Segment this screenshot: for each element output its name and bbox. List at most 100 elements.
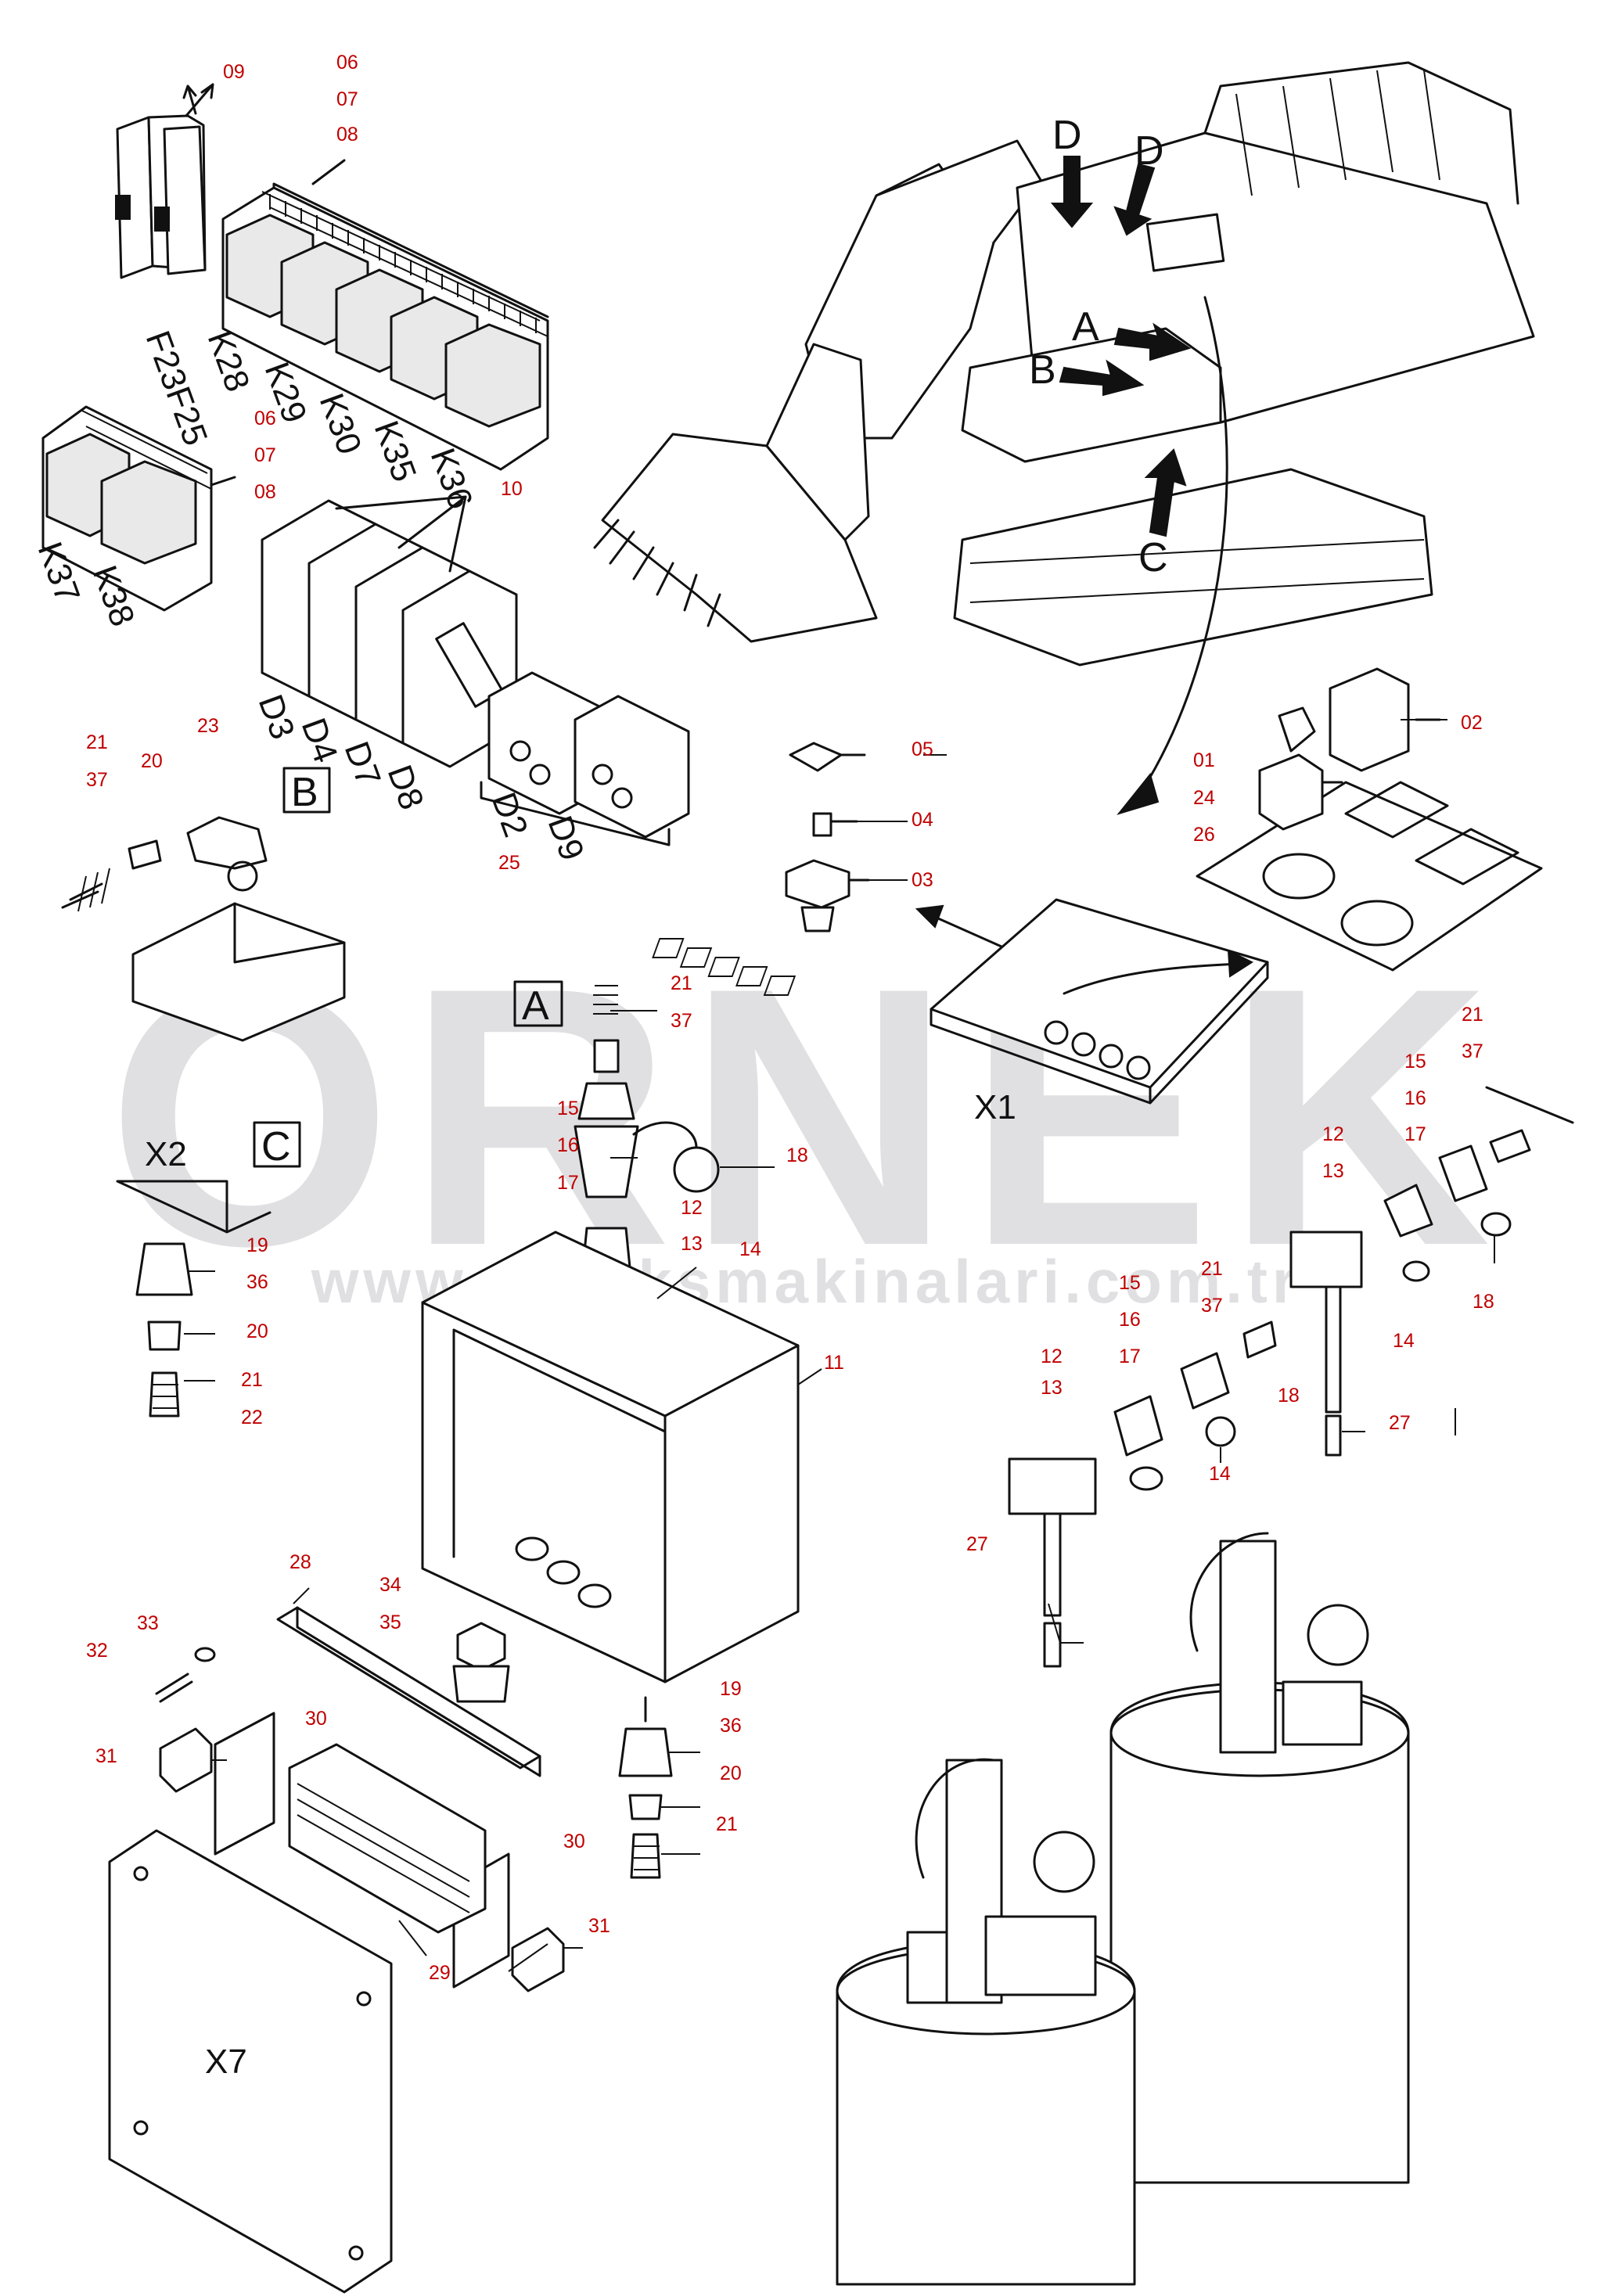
callout: 08 [254, 481, 276, 503]
callout: 06 [336, 52, 358, 74]
callout: 25 [498, 852, 520, 874]
callout: 30 [305, 1708, 327, 1730]
callout: 24 [1193, 787, 1215, 809]
detail-a: A [421, 980, 800, 1683]
callout: 21 [1462, 1004, 1483, 1026]
callout: 11 [824, 1352, 844, 1374]
timer-label-d9: D9 [541, 811, 592, 866]
callout: 32 [86, 1640, 108, 1662]
relay-terminals [269, 194, 537, 333]
breaker-group: F23F25 [115, 83, 215, 451]
callout: 34 [379, 1574, 401, 1596]
fitting-chain-lower-right [1008, 1320, 1277, 1668]
callout: 19 [720, 1678, 742, 1700]
callout: 16 [1404, 1087, 1426, 1109]
arrow-label-a: A [1072, 304, 1099, 350]
callout: 37 [1201, 1295, 1223, 1317]
callout: 13 [681, 1233, 703, 1255]
callout: 22 [241, 1407, 263, 1428]
arrow-label-c: C [1138, 535, 1168, 580]
callout: 36 [246, 1271, 268, 1293]
callout: 07 [254, 444, 276, 466]
callout: 12 [681, 1197, 703, 1219]
callout: 06 [254, 408, 276, 429]
callout: 33 [137, 1612, 159, 1634]
callout: 36 [720, 1715, 742, 1737]
callout: 01 [1193, 749, 1215, 771]
callout: 13 [1041, 1377, 1063, 1399]
detail-b: B [61, 767, 346, 1042]
callout: 31 [588, 1915, 610, 1937]
callout: 27 [1389, 1412, 1411, 1434]
callout: 21 [241, 1369, 263, 1391]
leader-lines [184, 719, 1495, 1972]
detail-box-b: B [291, 770, 318, 815]
x7-label: X7 [205, 2043, 247, 2081]
callout: 02 [1461, 712, 1483, 734]
indicator-parts [785, 742, 870, 932]
callout: 20 [720, 1762, 742, 1784]
callout: 26 [1193, 824, 1215, 846]
control-panel-x1: X1 [652, 898, 1269, 1126]
callout: 10 [501, 478, 523, 500]
callout: 28 [289, 1551, 311, 1573]
arrow-label-d-right: D [1135, 128, 1164, 174]
callout: 29 [429, 1962, 451, 1984]
callout: 15 [1119, 1272, 1141, 1294]
callout: 07 [336, 88, 358, 110]
callout: 21 [86, 731, 108, 753]
arrow-label-b: B [1029, 347, 1056, 393]
callout: 37 [86, 769, 108, 791]
callout: 20 [246, 1320, 268, 1342]
callout: 18 [1278, 1385, 1300, 1407]
x1-label: X1 [974, 1088, 1016, 1126]
callout: 37 [671, 1010, 692, 1032]
callout: 09 [223, 61, 245, 83]
callout: 17 [1404, 1123, 1426, 1145]
callout: 31 [95, 1745, 117, 1767]
callout: 16 [1119, 1309, 1141, 1331]
callout: 37 [1462, 1040, 1483, 1062]
callout: 21 [1201, 1258, 1223, 1280]
callout-layer: 09 06 07 08 06 07 08 10 21 37 20 23 25 0… [86, 52, 1494, 1984]
callout: 14 [1209, 1463, 1231, 1485]
callout: 18 [1473, 1291, 1494, 1313]
module-label-d3: D3 [251, 690, 302, 745]
callout: 21 [716, 1813, 738, 1835]
callout: 08 [336, 124, 358, 146]
module-label-d4: D4 [294, 713, 345, 768]
callout: 13 [1322, 1160, 1344, 1182]
arrow-label-d-left: D [1052, 113, 1082, 158]
callout: 14 [1393, 1330, 1415, 1352]
callout: 20 [141, 750, 163, 772]
callout: 30 [563, 1831, 585, 1852]
callout: 35 [379, 1612, 401, 1633]
detail-d: D [836, 1532, 1410, 2286]
relay-cubes-row1 [225, 214, 541, 428]
callout: 15 [1404, 1051, 1426, 1073]
fitting-chain-upper-right [1289, 1086, 1574, 1457]
callout: 27 [966, 1533, 988, 1555]
callout: 14 [739, 1238, 761, 1260]
callout: 16 [557, 1134, 579, 1156]
callout: 15 [557, 1098, 579, 1119]
module-label-d7: D7 [337, 737, 388, 792]
timer-group: D2 D9 [480, 671, 690, 866]
relay-block-k28-k36: K28 K29 K30 K35 K36 [200, 159, 549, 514]
callout: 23 [197, 715, 219, 737]
module-label-d8: D8 [380, 760, 431, 815]
callout: 12 [1041, 1346, 1063, 1367]
detail-c: C X2 [116, 1121, 301, 1417]
detail-box-c: C [261, 1124, 291, 1170]
callout: 04 [912, 809, 933, 831]
module-group: D3 D4 D7 D8 [251, 495, 518, 815]
detail-box-a: A [522, 983, 549, 1029]
relay-block-k37-k38: K37 K38 [31, 405, 236, 631]
x2-label: X2 [145, 1135, 187, 1173]
callout: 05 [912, 738, 933, 760]
callout: 21 [671, 972, 692, 994]
callout: 17 [1119, 1346, 1141, 1367]
callout: 03 [912, 869, 933, 891]
panel-switch-assembly [1196, 667, 1543, 972]
